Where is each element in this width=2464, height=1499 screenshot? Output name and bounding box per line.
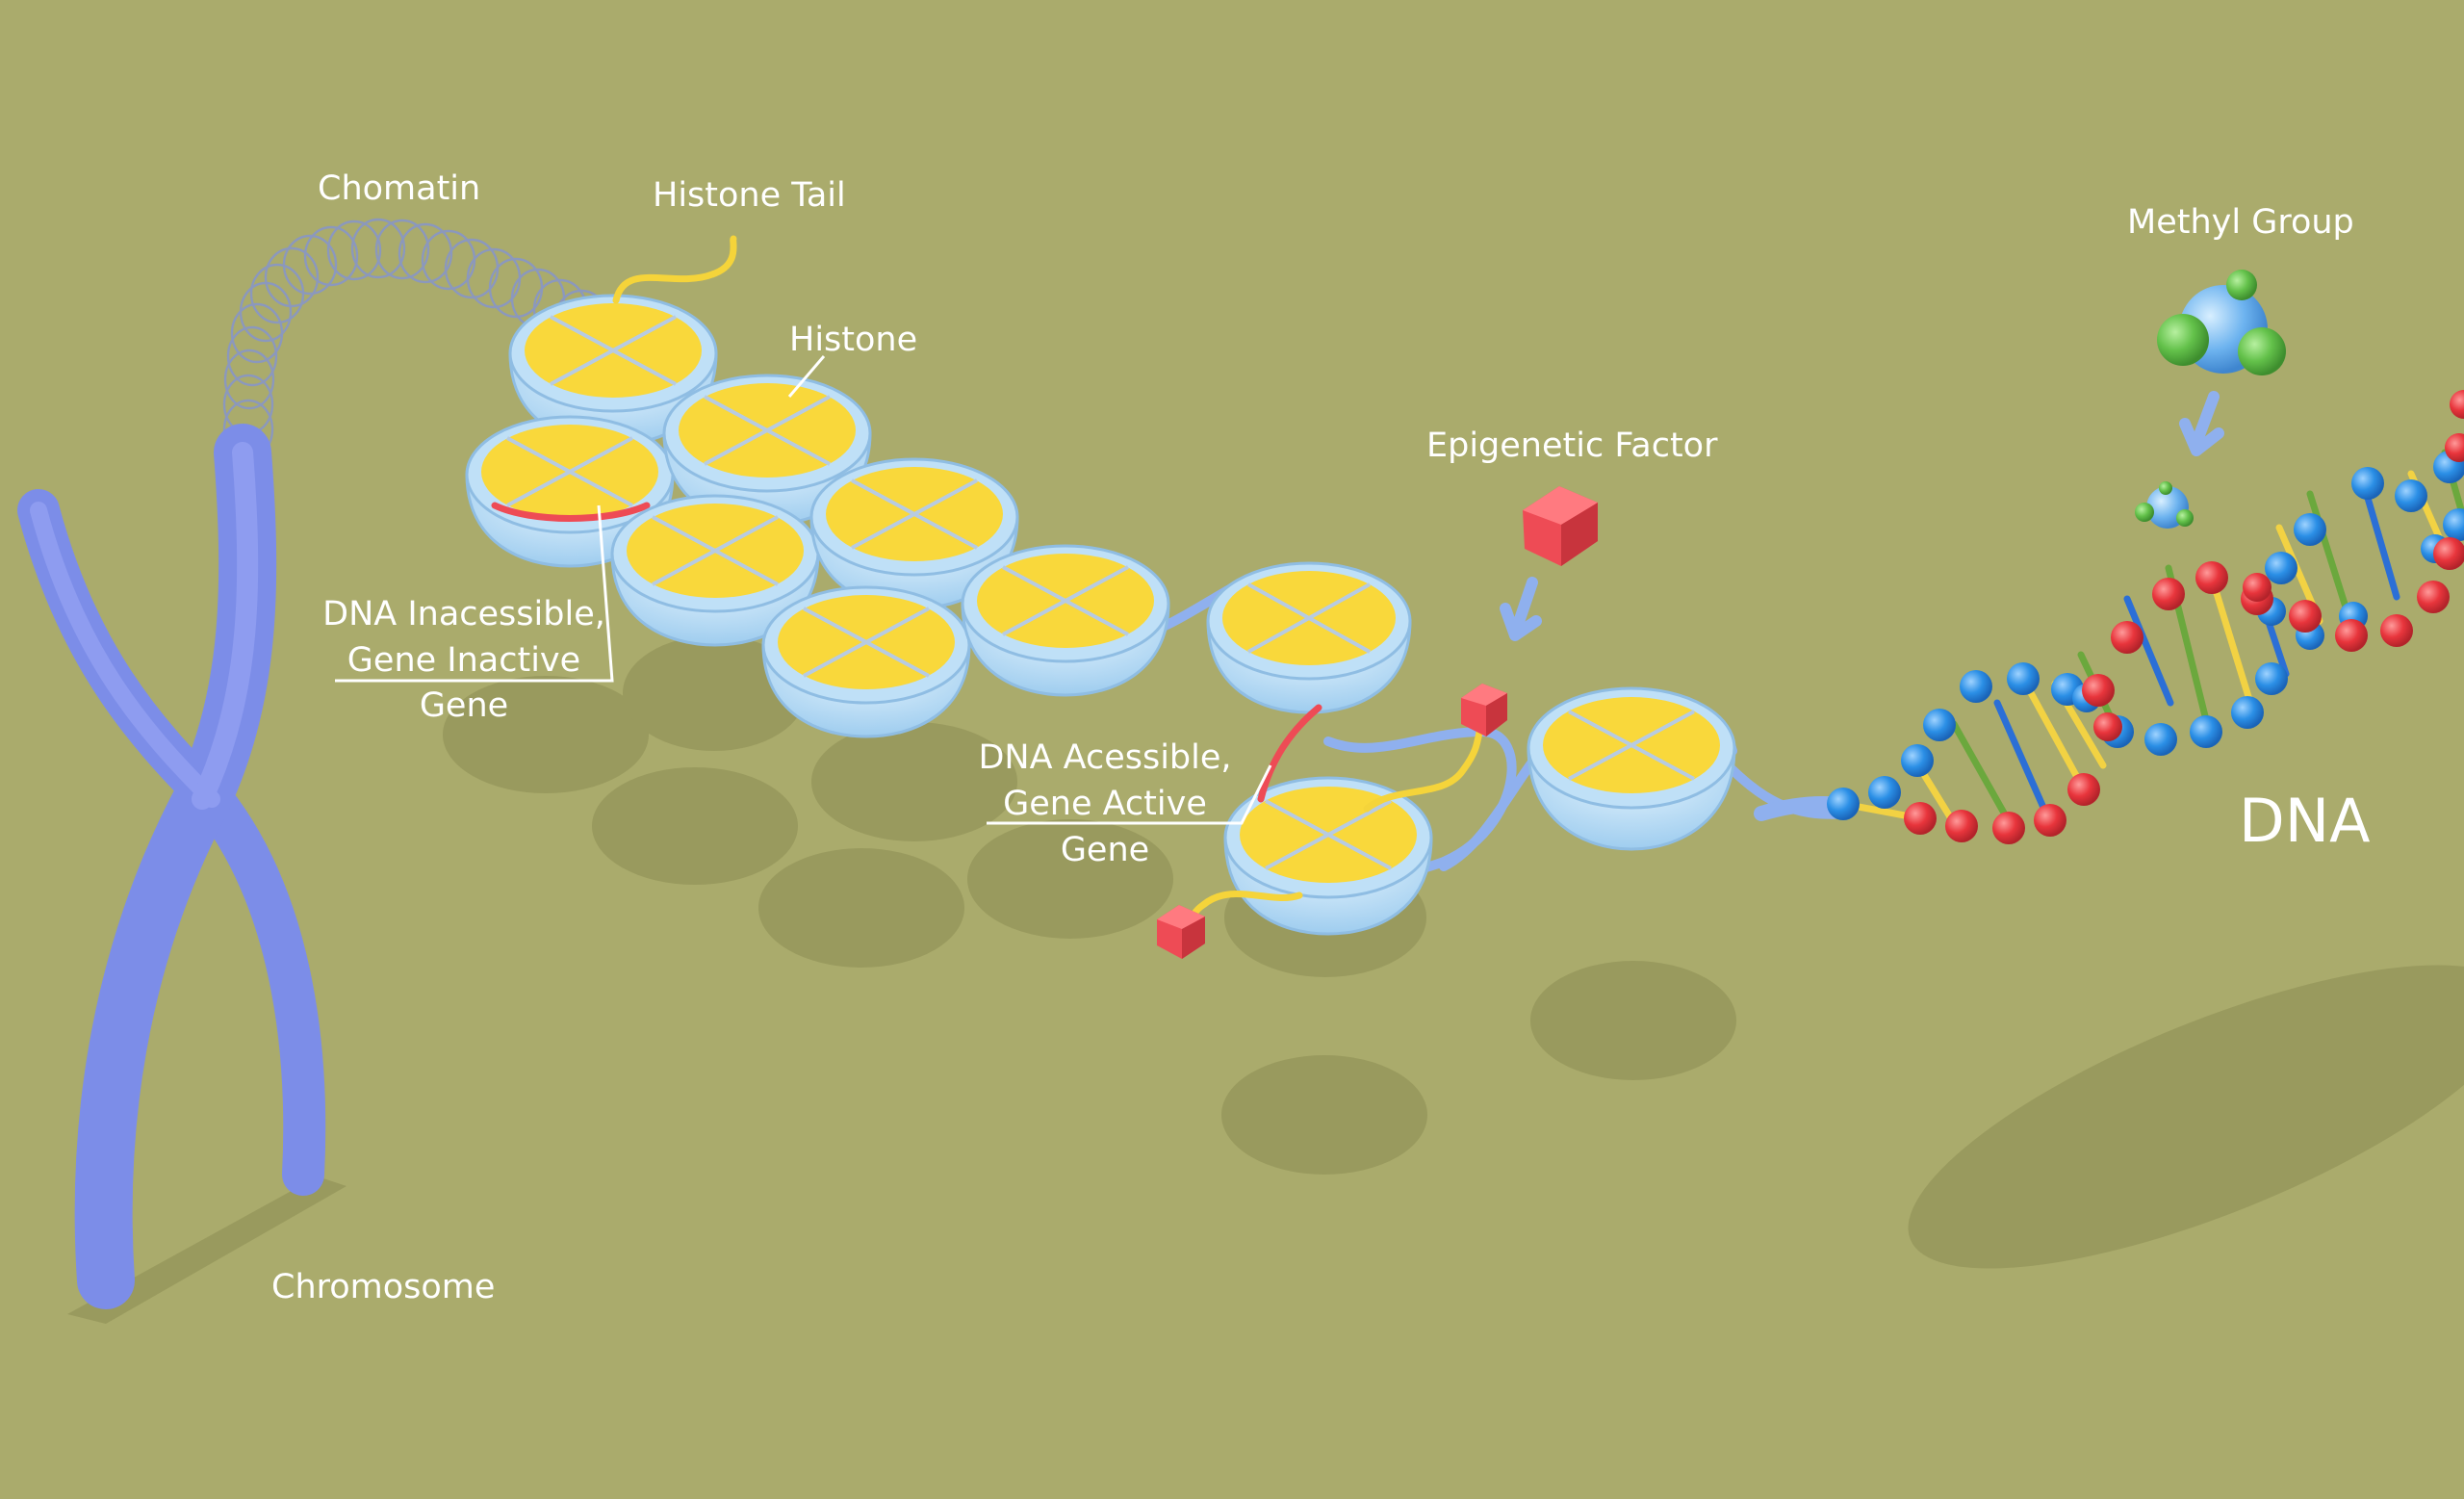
inaccessible-label-3: Gene [420, 686, 508, 725]
histone-icon [961, 544, 1170, 697]
histone-tail-label: Histone Tail [653, 176, 846, 215]
chromatin-label: Chomatin [318, 169, 480, 208]
leader-lines [335, 355, 1272, 825]
chromosome-label: Chromosome [271, 1268, 495, 1306]
histone-icon [761, 585, 971, 738]
methyl-group-label: Methyl Group [2127, 203, 2354, 242]
histone-label: Histone [789, 321, 917, 359]
dna-strand [1059, 564, 1853, 882]
epigenetic-factor-icon [1157, 486, 1598, 959]
histone-icon [1223, 776, 1433, 936]
accessible-label-3: Gene [1061, 831, 1149, 869]
accessible-label-2: Gene Active [1003, 785, 1207, 823]
arrow-down-icon [1500, 577, 1542, 641]
epigenetic-factor-label: Epigenetic Factor [1426, 426, 1718, 465]
accessible-label-1: DNA Acessible, [978, 738, 1231, 777]
histone-icon [1206, 561, 1412, 714]
histone-group [465, 294, 1736, 936]
histone-icon [809, 457, 1019, 610]
arrow-down-icon [2179, 391, 2224, 456]
inaccessible-label-1: DNA Inacessible, [322, 595, 605, 633]
histone-icon [610, 494, 820, 647]
dna-helix-icon [1754, 390, 2464, 844]
inaccessible-label-2: Gene Inactive [347, 641, 580, 680]
methyl-group-icon [2135, 270, 2286, 529]
labels: Chomatin Histone Tail Histone DNA Inaces… [271, 169, 2371, 1306]
active-gene-segment [1257, 704, 1322, 803]
histone-icon [1527, 686, 1736, 851]
dna-label: DNA [2239, 786, 2371, 856]
chromosome-icon [17, 424, 326, 1309]
histone-icon [465, 415, 675, 568]
